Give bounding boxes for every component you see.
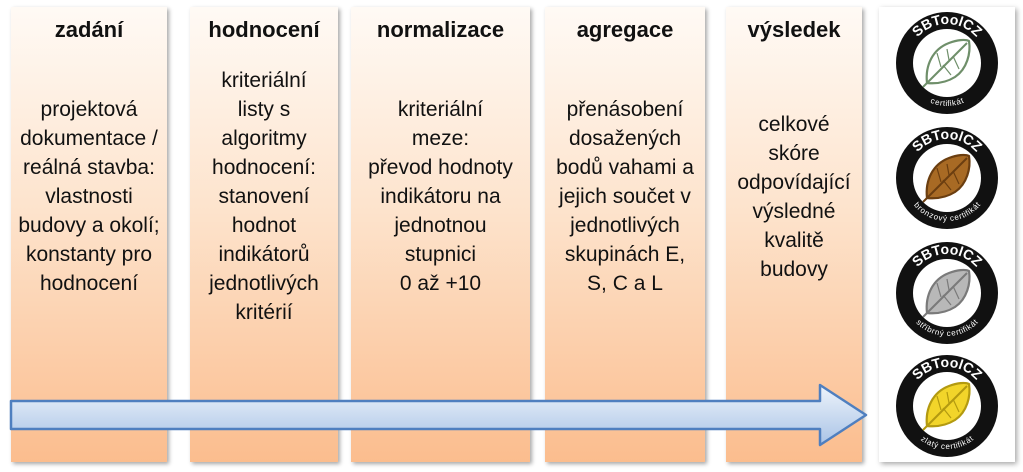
leaf-vein [952, 55, 960, 70]
leaf-vein [936, 395, 942, 411]
leaf-vein [946, 48, 950, 61]
stage-description: kriteriální meze: převod hodnoty indikát… [368, 98, 513, 295]
stage-column-agregace: agregace přenásobení dosažených bodů vah… [545, 7, 705, 462]
stage-column-zadani: zadání projektová dokumentace / reálná s… [11, 7, 167, 462]
leaf-vein [952, 285, 960, 300]
stage-title: normalizace [376, 17, 505, 42]
leaf-vein [946, 391, 950, 404]
leaf-vein [936, 52, 942, 68]
stage-description: projektová dokumentace / reálná stavba: … [18, 98, 160, 295]
leaf-vein [936, 282, 942, 298]
stage-column-normalizace: normalizace kriteriální meze: převod hod… [351, 7, 530, 462]
leaf-vein [942, 294, 952, 306]
leaf-vein [942, 407, 952, 419]
arrow-shape [9, 383, 868, 447]
stage-column-hodnoceni: hodnocení kriteriální listy s algoritmy … [190, 7, 338, 462]
leaf-vein [946, 163, 950, 176]
stage-column-vysledek: výsledek celkové skóre odpovídající výsl… [726, 7, 862, 462]
leaf-vein [942, 179, 952, 191]
leaf-vein [952, 398, 960, 413]
leaf-vein [952, 170, 960, 185]
stage-title: výsledek [747, 17, 841, 42]
leaf-vein [946, 278, 950, 291]
stage-title: agregace [576, 17, 674, 42]
stage-description: kriteriální listy s algoritmy hodnocení:… [209, 69, 319, 324]
stage-title: zadání [54, 17, 124, 42]
stage-description: celkové skóre odpovídající výsledné kval… [737, 112, 851, 281]
stage-description: přenásobení dosažených bodů vahami a jej… [556, 98, 694, 295]
stage-title: hodnocení [208, 17, 320, 42]
process-arrow [9, 383, 868, 447]
leaf-vein [936, 167, 942, 183]
leaf-vein [942, 64, 952, 76]
